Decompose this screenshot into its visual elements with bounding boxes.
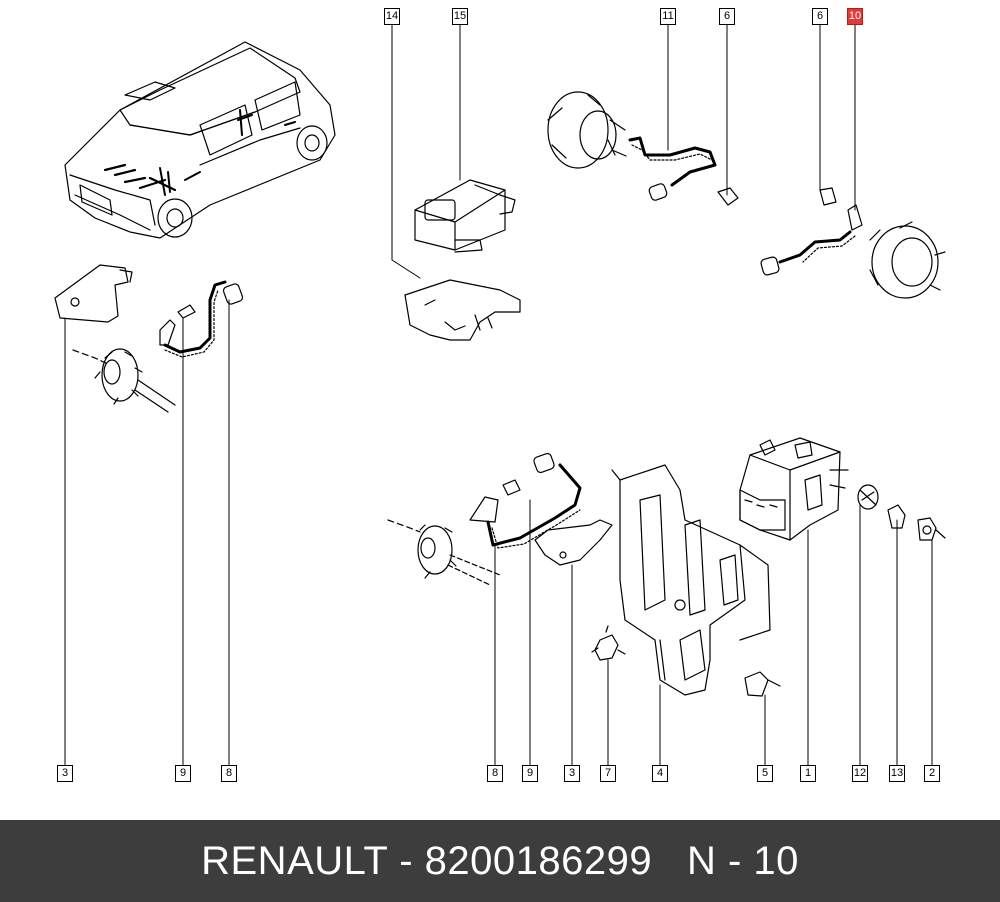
exploded-parts-diagram (54, 21, 946, 768)
part-number-footer: RENAULT - 8200186299 N - 10 (0, 820, 1000, 902)
abs-hydraulic-unit (739, 437, 946, 541)
callout-2[interactable]: 2 (924, 765, 940, 782)
callout-8-right[interactable]: 8 (487, 765, 503, 782)
callout-15[interactable]: 15 (452, 8, 468, 25)
callout-3-left[interactable]: 3 (57, 765, 73, 782)
callout-9-left[interactable]: 9 (175, 765, 191, 782)
yaw-sensor-bracket-and-module (404, 179, 521, 341)
callout-9-right[interactable]: 9 (522, 765, 538, 782)
left-wheel-sensor-assembly (54, 264, 244, 413)
callout-3-right[interactable]: 3 (564, 765, 580, 782)
callout-14[interactable]: 14 (384, 8, 400, 25)
rear-right-sensor-assembly (760, 187, 946, 299)
callout-1[interactable]: 1 (800, 765, 816, 782)
callout-4[interactable]: 4 (652, 765, 668, 782)
callout-11[interactable]: 11 (660, 8, 676, 25)
car-illustration (64, 41, 336, 239)
part-number-text: RENAULT - 8200186299 N - 10 (201, 838, 799, 883)
callout-6-left[interactable]: 6 (719, 8, 735, 25)
callout-7[interactable]: 7 (600, 765, 616, 782)
callout-8-left[interactable]: 8 (221, 765, 237, 782)
callout-5[interactable]: 5 (757, 765, 773, 782)
callout-6-right[interactable]: 6 (812, 8, 828, 25)
front-right-sensor-assembly (547, 91, 739, 206)
callout-10-highlighted[interactable]: 10 (847, 8, 863, 25)
leader-lines (64, 21, 933, 768)
rear-left-sensor-assembly (387, 452, 613, 586)
abs-mounting-bracket (591, 464, 781, 697)
callout-12[interactable]: 12 (852, 765, 868, 782)
callout-13[interactable]: 13 (889, 765, 905, 782)
